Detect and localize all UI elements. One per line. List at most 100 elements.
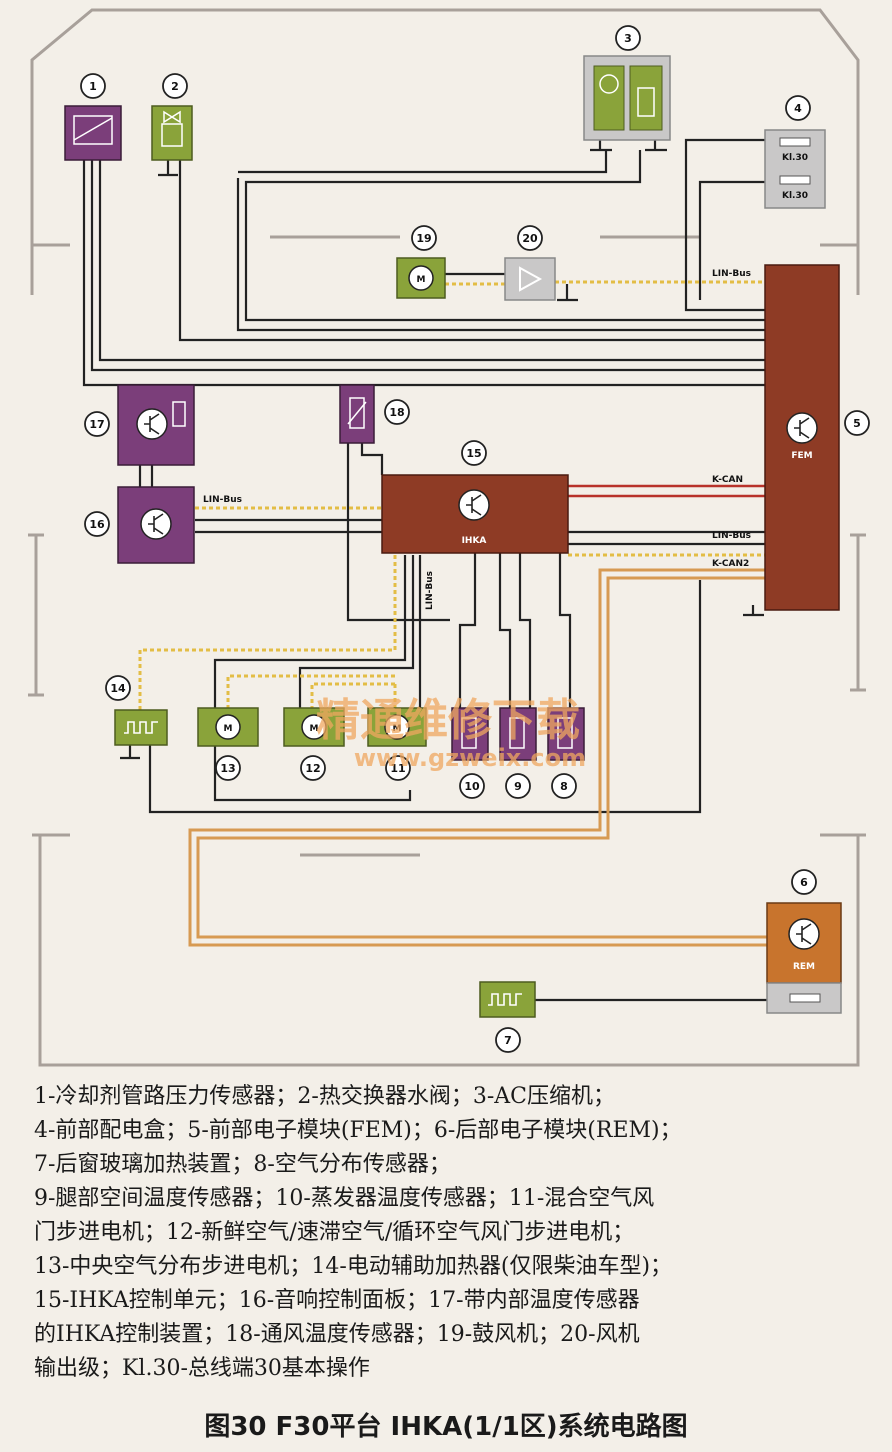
component-12-recirc-flap-motor: M xyxy=(283,707,345,747)
callout-15: 15 xyxy=(461,440,487,466)
motor-label-13: M xyxy=(224,724,233,734)
callout-circle xyxy=(615,25,641,51)
figure-caption: 图30 F30平台 IHKA(1/1区)系统电路图 xyxy=(204,1412,688,1442)
callout-number: 20 xyxy=(522,232,538,245)
component-16-audio-control-panel xyxy=(117,486,195,564)
kl30-label-2: Kl.30 xyxy=(782,191,808,201)
watermark-title: 精通维修下载 xyxy=(316,695,580,746)
k-can-label: K-CAN xyxy=(712,475,743,485)
callout-circle xyxy=(844,410,870,436)
component-20-blower-output-stage xyxy=(504,257,556,301)
callout-number: 5 xyxy=(853,417,861,430)
circuit-diagram: Kl.30 Kl.30 M FEM IHK xyxy=(28,8,870,1067)
callout-circle xyxy=(461,440,487,466)
callout-16: 16 xyxy=(84,511,110,537)
callout-4: 4 xyxy=(785,95,811,121)
callout-circle xyxy=(517,225,543,251)
component-7-rear-window-heater xyxy=(479,981,536,1018)
callout-18: 18 xyxy=(384,399,410,425)
component-14-aux-heater xyxy=(114,709,168,746)
callout-5: 5 xyxy=(844,410,870,436)
motor-label-11: M xyxy=(393,724,402,734)
callout-circle xyxy=(385,755,411,781)
lin-bus-label-vertical: LIN-Bus xyxy=(425,571,435,610)
component-17-ihka-control-with-temp-sensor xyxy=(117,384,195,466)
callout-2: 2 xyxy=(162,73,188,99)
callout-17: 17 xyxy=(84,411,110,437)
component-4-front-distribution-box: Kl.30 Kl.30 xyxy=(764,129,826,209)
callout-number: 1 xyxy=(89,80,97,93)
k-can-wires xyxy=(568,484,765,498)
callout-number: 14 xyxy=(110,682,126,695)
callout-circle xyxy=(300,755,326,781)
component-legend: 1-冷却剂管路压力传感器；2-热交换器水阀；3-AC压缩机； 4-前部配电盒；5-… xyxy=(34,1080,864,1386)
callout-circle xyxy=(785,95,811,121)
component-18-vent-temp-sensor xyxy=(339,384,375,444)
component-13-central-air-motor: M xyxy=(197,707,259,747)
motor-label-12: M xyxy=(310,724,319,734)
callout-circle xyxy=(80,73,106,99)
callout-circle xyxy=(84,411,110,437)
legend-line: 输出级；Kl.30-总线端30基本操作 xyxy=(34,1356,370,1381)
component-11-mix-flap-motor: M xyxy=(367,707,427,747)
callout-6: 6 xyxy=(791,869,817,895)
callout-9: 9 xyxy=(505,773,531,799)
legend-line: 15-IHKA控制单元；16-音响控制面板；17-带内部温度传感器 xyxy=(34,1288,640,1313)
signal-wires xyxy=(82,138,775,1002)
callout-number: 3 xyxy=(624,32,632,45)
legend-line: 9-腿部空间温度传感器；10-蒸发器温度传感器；11-混合空气风 xyxy=(34,1186,655,1211)
callout-number: 6 xyxy=(800,876,808,889)
component-8-air-distribution-sensor xyxy=(547,707,585,761)
legend-line: 1-冷却剂管路压力传感器；2-热交换器水阀；3-AC压缩机； xyxy=(34,1084,616,1109)
callout-number: 2 xyxy=(171,80,179,93)
lin-bus-label-top: LIN-Bus xyxy=(712,269,751,279)
lin-bus-label-mid: LIN-Bus xyxy=(712,531,751,541)
component-6-rem: REM xyxy=(766,902,842,1014)
watermark-url: www.gzweix.com xyxy=(354,744,586,772)
callout-circle xyxy=(162,73,188,99)
callout-circle xyxy=(495,1027,521,1053)
callout-circle xyxy=(105,675,131,701)
legend-line: 7-后窗玻璃加热装置；8-空气分布传感器； xyxy=(34,1152,451,1177)
callout-10: 10 xyxy=(459,773,485,799)
legend-line: 的IHKA控制装置；18-通风温度传感器；19-鼓风机；20-风机 xyxy=(34,1322,640,1347)
callout-number: 19 xyxy=(416,232,431,245)
callout-number: 12 xyxy=(305,762,320,775)
callout-11: 11 xyxy=(385,755,411,781)
motor-label-19: M xyxy=(417,275,426,285)
callout-3: 3 xyxy=(615,25,641,51)
component-9-footwell-temp-sensor xyxy=(499,707,537,761)
callout-number: 8 xyxy=(560,780,568,793)
callout-number: 9 xyxy=(514,780,522,793)
callout-circle xyxy=(411,225,437,251)
k-can2-wires xyxy=(188,568,767,947)
component-19-blower: M xyxy=(396,257,446,299)
callout-number: 13 xyxy=(220,762,235,775)
callout-12: 12 xyxy=(300,755,326,781)
callout-number: 10 xyxy=(464,780,480,793)
callout-circle xyxy=(551,773,577,799)
callout-1: 1 xyxy=(80,73,106,99)
callout-number: 15 xyxy=(466,447,481,460)
k-can2-label: K-CAN2 xyxy=(712,559,749,569)
callout-circle xyxy=(459,773,485,799)
callout-circle xyxy=(384,399,410,425)
component-15-ihka-control-unit: IHKA xyxy=(381,474,569,554)
callout-circle xyxy=(505,773,531,799)
callout-number: 4 xyxy=(794,102,802,115)
component-3-ac-compressor xyxy=(583,55,671,141)
callout-circle xyxy=(84,511,110,537)
callout-7: 7 xyxy=(495,1027,521,1053)
ground-symbols xyxy=(120,140,764,760)
callout-13: 13 xyxy=(215,755,241,781)
lin-bus-label-left: LIN-Bus xyxy=(203,495,242,505)
kl30-label-1: Kl.30 xyxy=(782,153,808,163)
callout-number: 18 xyxy=(389,406,404,419)
callout-number: 16 xyxy=(89,518,105,531)
legend-line: 4-前部配电盒；5-前部电子模块(FEM)；6-后部电子模块(REM)； xyxy=(34,1118,682,1143)
component-5-fem: FEM xyxy=(764,264,840,611)
callout-circle xyxy=(791,869,817,895)
callout-19: 19 xyxy=(411,225,437,251)
callout-number: 7 xyxy=(504,1034,512,1047)
